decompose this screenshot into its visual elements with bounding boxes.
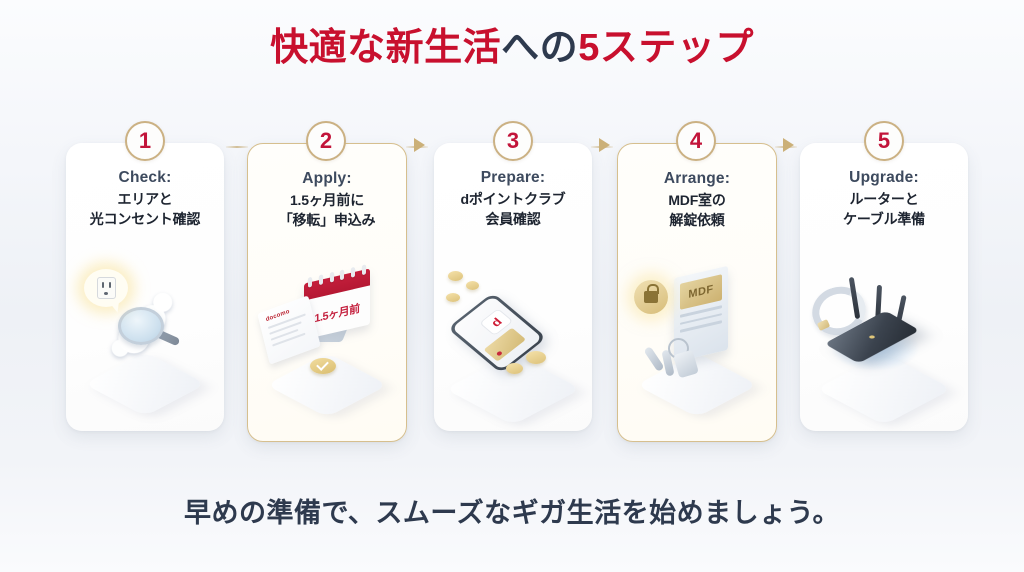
step-badge-5: 5 (864, 121, 904, 161)
steps-row: Check: エリアと 光コンセント確認 Apply: 1.5ヶ月前に 「移転」… (0, 121, 1024, 443)
step-3-heading: Prepare: dポイントクラブ 会員確認 (434, 143, 592, 230)
step-badge-2: 2 (306, 121, 346, 161)
step-4-heading: Arrange: MDF室の 解錠依頼 (618, 144, 776, 231)
step-3-jp-line2: 会員確認 (485, 210, 541, 227)
arrow-right-icon-3 (599, 138, 610, 152)
step-badge-4: 4 (676, 121, 716, 161)
connector-1-2 (226, 146, 248, 148)
step-card-3[interactable]: Prepare: dポイントクラブ 会員確認 d (434, 143, 592, 431)
mdf-door-label: MDF (680, 274, 722, 310)
coin-icon (506, 363, 523, 374)
padlock-shape (644, 284, 659, 303)
key-shape (643, 345, 665, 373)
step-4-illustration: MDF (618, 264, 776, 424)
step-card-2[interactable]: Apply: 1.5ヶ月前に 「移転」申込み 1.5ヶ月前 docomo (247, 143, 407, 442)
step-5-illustration (800, 263, 968, 425)
step-badge-3: 3 (493, 121, 533, 161)
title-part-3: 5ステップ (578, 27, 754, 69)
step-3-illustration: d (434, 263, 592, 425)
step-4-en-label: Arrange: (663, 170, 731, 187)
arrow-right-icon-2 (414, 138, 425, 152)
lock-icon (634, 280, 668, 314)
step-card-1[interactable]: Check: エリアと 光コンセント確認 (66, 143, 224, 431)
footer-message: 早めの準備で、スムーズなギガ生活を始めましょう。 (184, 498, 840, 528)
step-card-4[interactable]: Arrange: MDF室の 解錠依頼 MDF (617, 143, 777, 442)
step-2-jp-line2: 「移転」申込み (278, 211, 376, 228)
step-4-jp-line1: MDF室の (668, 192, 726, 208)
coin-icon (446, 293, 460, 302)
step-badge-1: 1 (125, 121, 165, 161)
step-3-jp-line1: dポイントクラブ (460, 191, 566, 207)
coin-icon (526, 351, 546, 364)
power-outlet-icon (96, 277, 116, 299)
step-1-heading: Check: エリアと 光コンセント確認 (66, 143, 224, 230)
step-5-en-label: Upgrade: (849, 169, 919, 186)
title-part-2: への (501, 27, 579, 69)
step-2-illustration: 1.5ヶ月前 docomo (248, 264, 406, 424)
step-2-en-label: Apply: (302, 170, 352, 187)
step-1-en-label: Check: (118, 169, 172, 186)
step-1-jp-line2: 光コンセント確認 (89, 210, 201, 227)
check-coin-icon (310, 358, 336, 374)
keys-icon (640, 338, 699, 379)
step-1-illustration (66, 263, 224, 423)
step-2-jp-line1: 1.5ヶ月前に (289, 192, 365, 208)
step-card-5[interactable]: Upgrade: ルーターと ケーブル準備 (800, 143, 968, 431)
step-1-jp-line1: エリアと (117, 191, 173, 207)
step-5-jp-line2: ケーブル準備 (843, 210, 925, 227)
title-part-1: 快適な新生活 (270, 27, 502, 69)
magnifier-icon (118, 307, 164, 345)
step-3-en-label: Prepare: (480, 169, 546, 186)
step-5-heading: Upgrade: ルーターと ケーブル準備 (800, 143, 968, 230)
page-title: 快適な新生活への5ステップ (0, 27, 1024, 70)
step-4-jp-line2: 解錠依頼 (669, 211, 725, 228)
coin-icon (448, 271, 463, 281)
coin-icon (466, 281, 479, 290)
arrow-right-icon-4 (783, 138, 794, 152)
step-5-jp-line1: ルーターと (849, 191, 919, 207)
step-2-heading: Apply: 1.5ヶ月前に 「移転」申込み (248, 144, 406, 231)
speech-bubble-icon (84, 269, 128, 307)
